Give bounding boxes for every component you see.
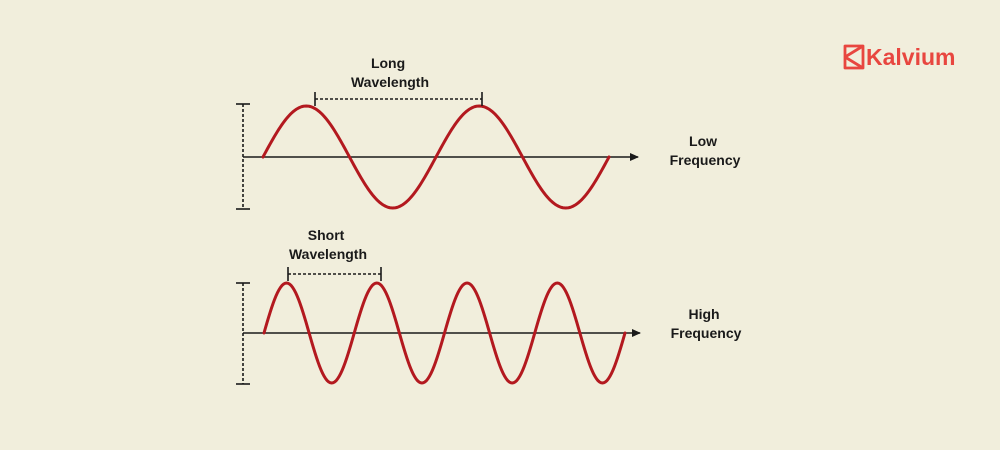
bottom-wavelength-bracket: [287, 267, 382, 281]
bottom-sine-wave: [262, 281, 627, 385]
top-wavelength-label-line1: Long: [371, 55, 405, 71]
kalvium-brand-name: Kalvium: [866, 44, 955, 70]
kalvium-logo: Kalvium: [843, 44, 955, 70]
top-wave-panel: Long Wavelength Low Frequency: [236, 55, 741, 210]
top-frequency-label-line2: Frequency: [670, 152, 741, 168]
top-sine-wave: [261, 104, 611, 210]
bottom-wavelength-label-line1: Short: [308, 227, 345, 243]
bottom-wave-panel: Short Wavelength High Frequency: [236, 227, 742, 385]
top-wavelength-bracket: [314, 92, 483, 106]
bottom-wavelength-label-line2: Wavelength: [289, 246, 367, 262]
top-frequency-label: Low Frequency: [670, 133, 741, 168]
kalvium-logo-icon: [843, 44, 865, 70]
bottom-wavelength-label: Short Wavelength: [289, 227, 367, 262]
top-wavelength-label: Long Wavelength: [351, 55, 429, 90]
bottom-frequency-label-line1: High: [689, 306, 720, 322]
top-frequency-label-line1: Low: [689, 133, 717, 149]
bottom-frequency-label: High Frequency: [671, 306, 742, 341]
top-wavelength-label-line2: Wavelength: [351, 74, 429, 90]
bottom-frequency-label-line2: Frequency: [671, 325, 742, 341]
